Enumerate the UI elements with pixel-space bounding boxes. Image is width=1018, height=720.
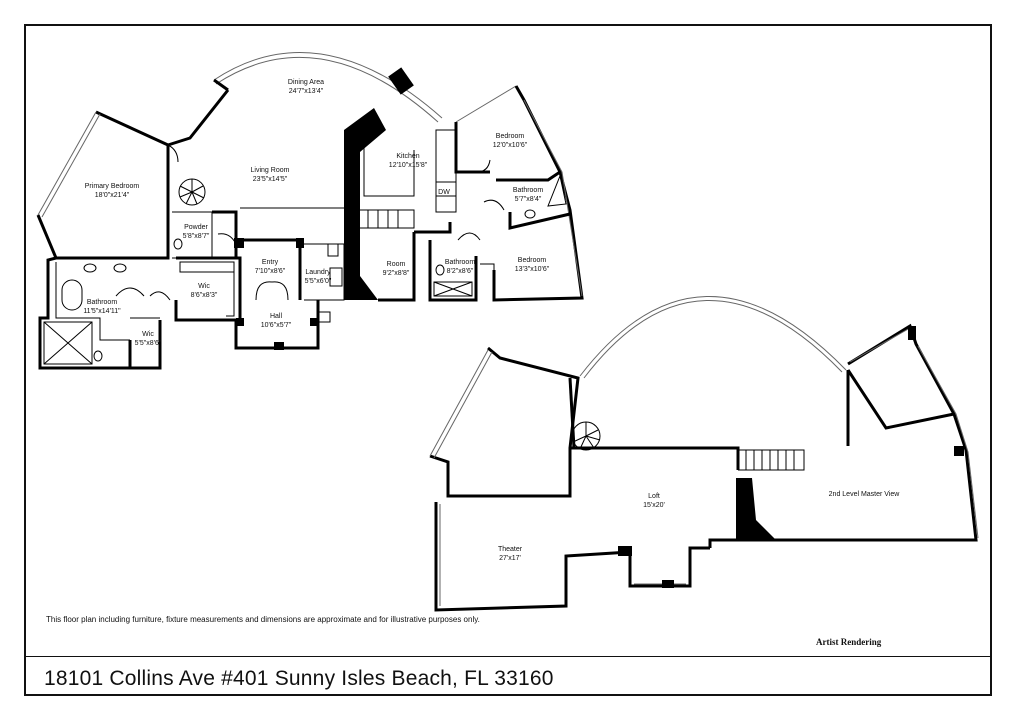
wic-small-walls [130,320,162,370]
room-label: Hall [270,313,283,320]
room-label: 2nd Level Master View [829,491,901,498]
room-label: Kitchen [396,153,419,160]
loft-window-arc [579,296,847,377]
room-label: Entry [262,259,279,266]
room-dims: 8'6"x8'3" [191,292,218,299]
property-address: 18101 Collins Ave #401 Sunny Isles Beach… [44,667,554,690]
column-block [388,67,414,95]
loft-wall-mass [736,478,776,540]
room-label: Dining Area [288,79,324,86]
room-label: Wic [142,331,154,338]
room-label: Bathroom [445,259,476,266]
left-upper-room-walls [429,346,580,498]
floor2-plan [429,296,979,612]
floor1-plan [36,52,584,370]
theater-walls [434,502,710,612]
room-label: Bathroom [513,187,544,194]
room-dims: 11'5"x14'11" [83,308,121,315]
room-label: Bedroom [496,133,525,140]
footer-divider [26,656,990,657]
room-dims: 7'10"x8'6" [255,268,286,275]
room-dims: 5'5"x6'0" [305,278,332,285]
room-dims: 18'0"x21'4" [95,192,130,199]
room-dims: 13'3"x10'6" [515,266,550,273]
room-label: Powder [184,224,208,231]
artist-rendering-label: Artist Rendering [816,637,882,647]
room-label: Bedroom [518,257,547,264]
page-frame [24,24,992,696]
room-dims: 9'2"x8'8" [383,270,410,277]
room-label: Wic [198,283,210,290]
room-label: Living Room [251,167,290,174]
kitchen-wall-mass [344,108,386,300]
room-dims: 23'5"x14'5" [253,176,288,183]
room-label: Laundry [305,269,331,276]
dining-window-arc [213,52,443,119]
room-dims: 5'7"x8'4" [515,196,542,203]
room-dims: 10'6"x5'7" [261,322,292,329]
disclaimer-text: This floor plan including furniture, fix… [46,615,480,624]
primary-bedroom-walls [36,110,170,260]
room-label: Theater [498,546,523,553]
room-dims: 12'0"x10'6" [493,142,528,149]
dishwasher-label: DW [438,189,450,196]
room-dims: 5'5"x8'6" [135,340,162,347]
room-dims: 15'x20' [643,502,665,509]
room-dims: 5'8"x8'7" [183,233,210,240]
room-label: Primary Bedroom [85,183,140,190]
room-label: Bathroom [87,299,118,306]
room-label: Room [387,261,406,268]
room-label: Loft [648,493,660,500]
room-dims: 8'2"x8'6" [447,268,474,275]
room-labels: Dining Area 24'7"x13'4" Living Room 23'5… [83,79,900,562]
room-dims: 24'7"x13'4" [289,88,324,95]
room-dims: 27'x17' [499,555,521,562]
bathroom-lower-walls [428,240,478,302]
room-dims: 12'10"x15'8" [389,162,428,169]
